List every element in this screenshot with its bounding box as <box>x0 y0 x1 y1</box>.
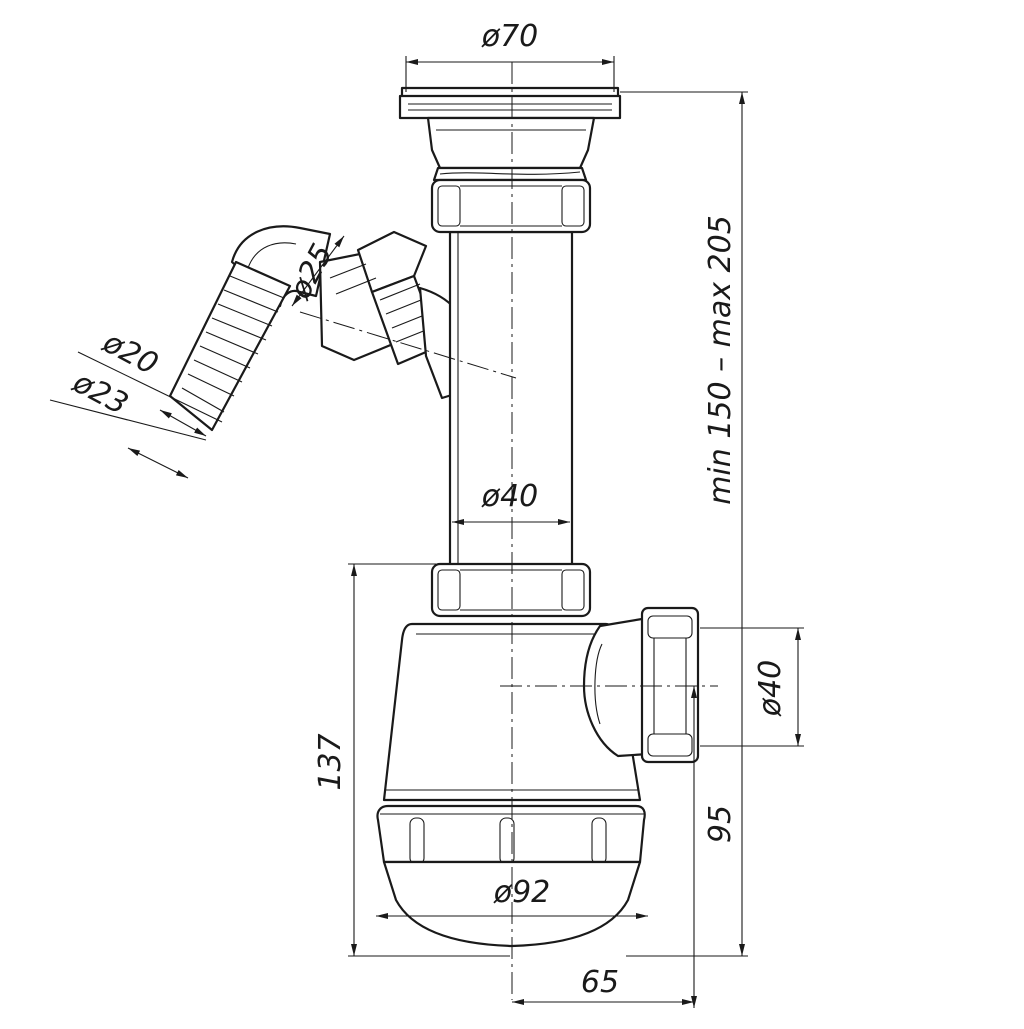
hose-outer-diameter-label: ø23 <box>66 364 133 422</box>
outlet-diameter-label: ø40 <box>753 660 788 718</box>
vertical-pipe <box>448 230 574 570</box>
drain-inlet <box>398 86 622 182</box>
pipe-diameter-label: ø40 <box>481 479 539 514</box>
outlet-offset-label: 65 <box>581 965 619 1000</box>
dimension-inlet-diameter: ø70 <box>405 19 615 92</box>
center-lines <box>299 62 718 1000</box>
hose-nipple <box>168 260 292 432</box>
dimension-bottle-diameter: ø92 <box>376 875 648 919</box>
upper-union-nut <box>430 178 592 234</box>
hose-inner-diameter-label: ø20 <box>96 324 163 382</box>
lower-union-nut <box>430 562 592 618</box>
outlet-branch <box>582 616 650 758</box>
dimension-outlet-diameter: ø40 <box>700 627 804 747</box>
dimension-outlet-height: 95 <box>691 686 738 1008</box>
bottle-diameter-label: ø92 <box>493 875 551 910</box>
height-range-label: min 150 – max 205 <box>703 215 738 505</box>
inlet-diameter-label: ø70 <box>481 19 539 54</box>
outlet-height-label: 95 <box>703 805 738 843</box>
bottle-height-label: 137 <box>313 733 348 790</box>
side-union-nut <box>318 230 442 366</box>
dimension-pipe-diameter: ø40 <box>452 479 570 525</box>
outlet-union-nut <box>640 606 700 764</box>
dimension-bottle-height: 137 <box>313 563 510 957</box>
dimension-height-range: min 150 – max 205 <box>620 91 748 957</box>
dimension-outlet-offset: 65 <box>512 965 694 1005</box>
